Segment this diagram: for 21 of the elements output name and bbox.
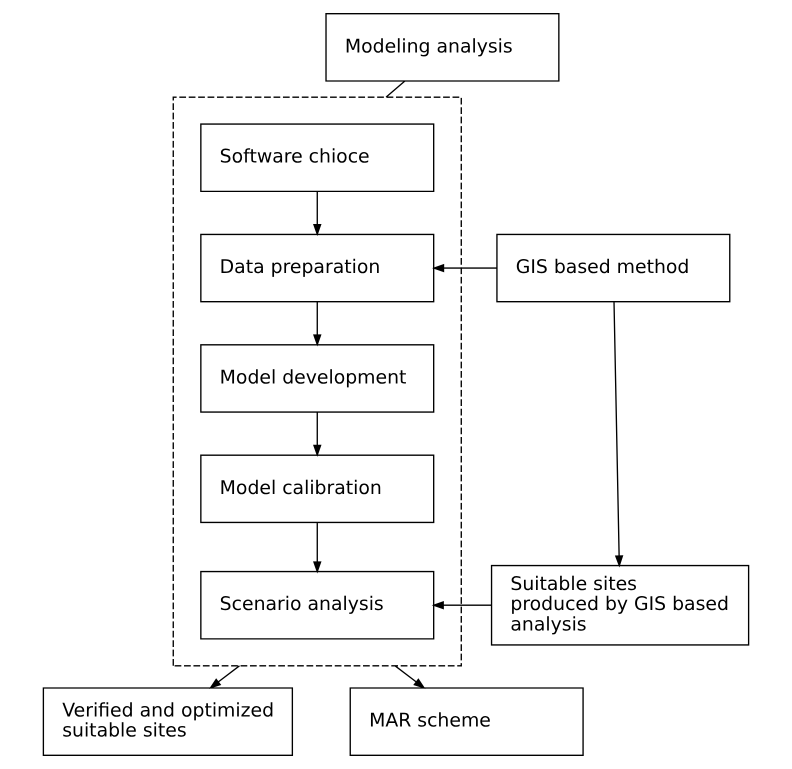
arrow xyxy=(432,600,492,610)
node-box: Verified and optimized suitable sites xyxy=(42,687,294,756)
connector xyxy=(386,80,406,98)
arrow xyxy=(313,302,322,346)
node-box: Scenario analysis xyxy=(200,570,434,640)
node-box: Modeling analysis xyxy=(325,13,560,82)
node-box: GIS based method xyxy=(496,234,730,302)
arrow xyxy=(313,523,322,574)
arrow xyxy=(432,264,497,272)
arrow xyxy=(313,191,322,236)
node-box: Model development xyxy=(200,344,434,413)
node-box: Suitable sites produced by GIS based analysis xyxy=(490,564,750,646)
node-box: Data preparation xyxy=(200,234,434,302)
arrow xyxy=(613,302,624,568)
arrow xyxy=(209,665,240,689)
arrow xyxy=(313,412,322,457)
node-box: Model calibration xyxy=(200,454,434,524)
arrow xyxy=(394,665,426,689)
node-box: MAR scheme xyxy=(350,687,584,756)
node-box: Software chioce xyxy=(200,123,434,192)
cluster xyxy=(172,96,462,666)
